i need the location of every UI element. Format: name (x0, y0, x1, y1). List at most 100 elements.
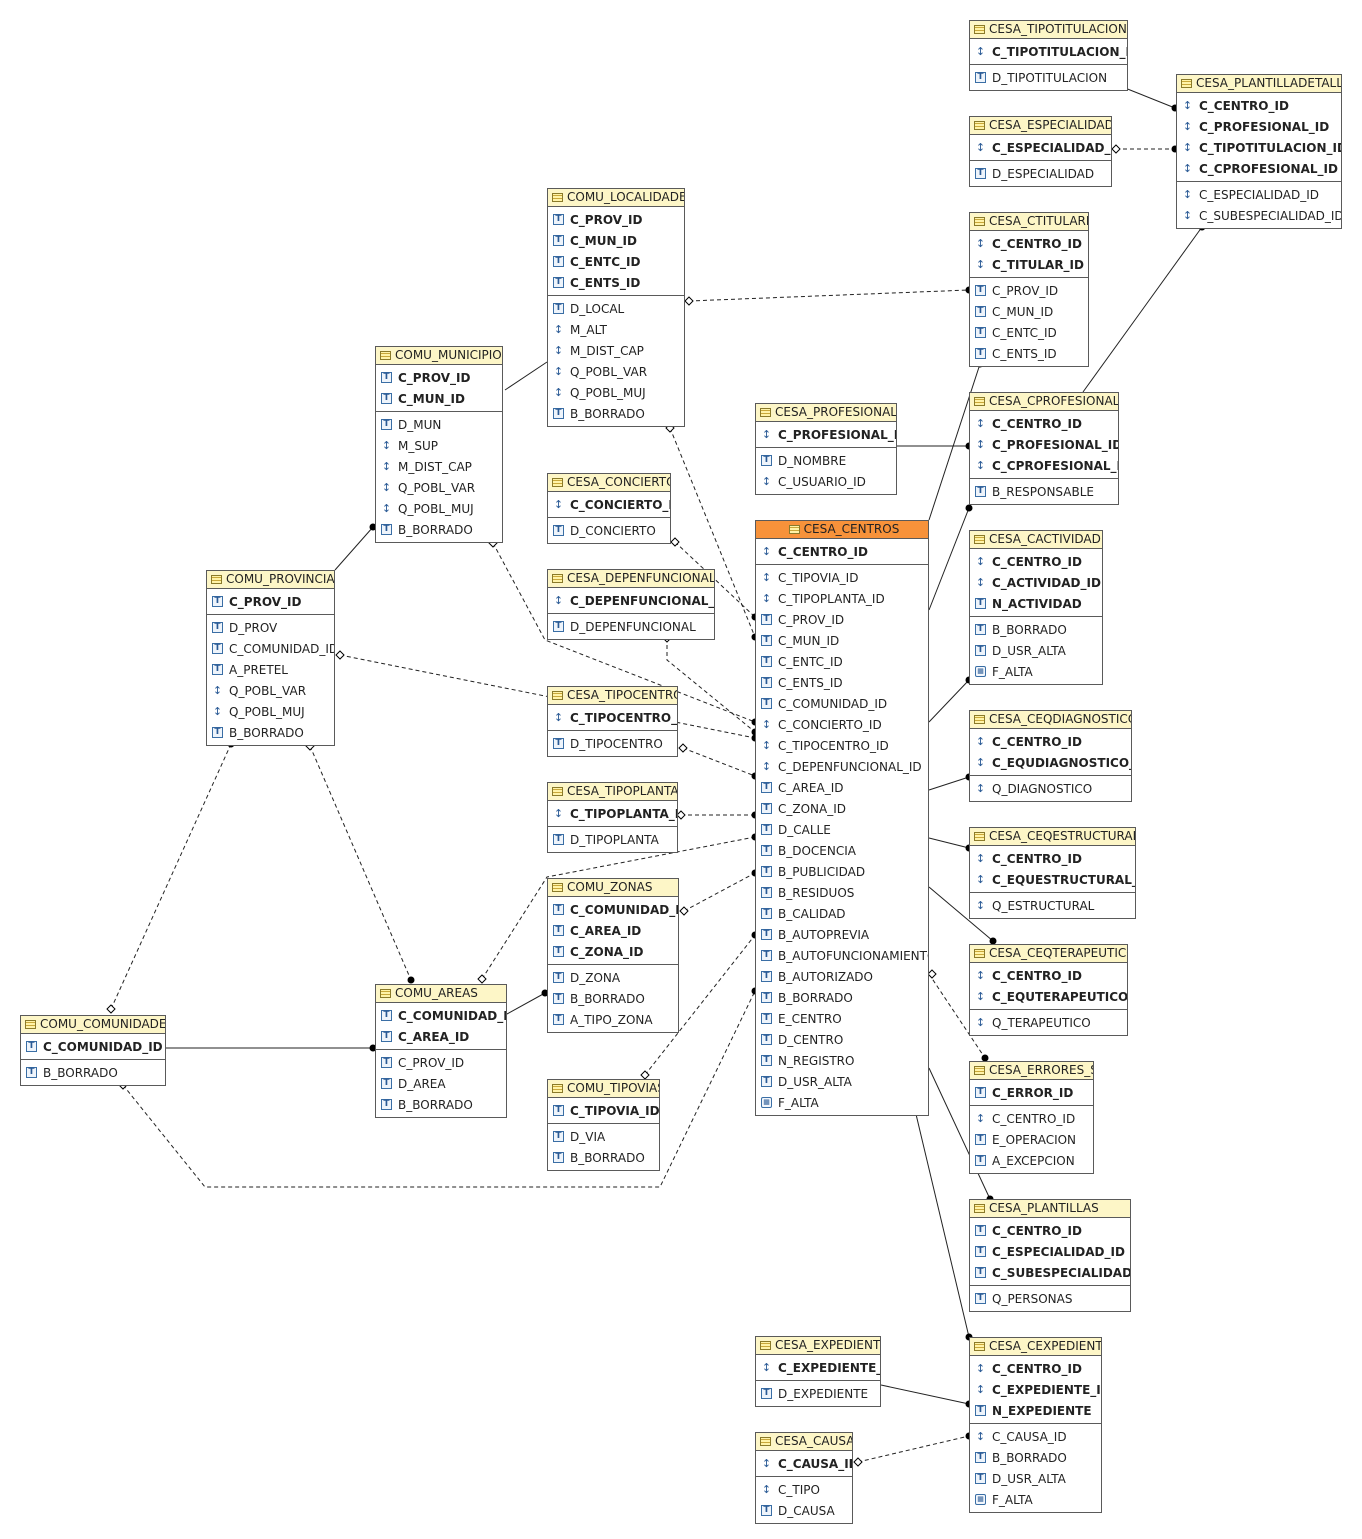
pk-column-c-causa-id[interactable]: ↕C_CAUSA_ID (756, 1453, 852, 1474)
table-cesa-errores-siis[interactable]: CESA_ERRORES_SIISTC_ERROR_ID↕C_CENTRO_ID… (969, 1061, 1094, 1174)
table-cesa-especialidades[interactable]: CESA_ESPECIALIDADES↕C_ESPECIALIDAD_IDTD_… (969, 116, 1112, 187)
pk-column-c-equterapeutico-id[interactable]: ↕C_EQUTERAPEUTICO_ID (970, 986, 1127, 1007)
table-cesa-profesionales[interactable]: CESA_PROFESIONALES ↕C_PROFESIONAL_ID TD_NO… (755, 403, 897, 495)
column-c-especialidad-id[interactable]: ↕C_ESPECIALIDAD_ID (1177, 184, 1341, 205)
pk-column-c-cprofesional-id[interactable]: ↕C_CPROFESIONAL_ID (970, 455, 1118, 476)
column-c-usuario-id[interactable]: ↕C_USUARIO_ID (756, 471, 896, 492)
table-header[interactable]: CESA_CEQDIAGNOSTICOS (970, 711, 1131, 729)
pk-column-c-tipotitulacion-id[interactable]: ↕C_TIPOTITULACION_ID (1177, 137, 1341, 158)
table-header[interactable]: CESA_EXPEDIENTES (756, 1337, 880, 1355)
column-c-centro-id[interactable]: ↕C_CENTRO_ID (970, 1108, 1093, 1129)
table-header[interactable]: CESA_PROFESIONALES (756, 404, 896, 422)
table-cesa-ceqterapeuticos[interactable]: CESA_CEQTERAPEUTICOS↕C_CENTRO_ID↕C_EQUTE… (969, 944, 1128, 1036)
pk-column-c-profesional-id[interactable]: ↕C_PROFESIONAL_ID (756, 424, 896, 445)
table-header[interactable]: CESA_PLANTILLADETALLES (1177, 75, 1341, 93)
column-c-causa-id[interactable]: ↕C_CAUSA_ID (970, 1426, 1101, 1447)
pk-column-c-profesional-id[interactable]: ↕C_PROFESIONAL_ID (970, 434, 1118, 455)
column-q-pobl-muj[interactable]: ↕Q_POBL_MUJ (376, 498, 502, 519)
column-f-alta[interactable]: ▦F_ALTA (970, 661, 1102, 682)
table-header[interactable]: CESA_CPROFESIONALES (970, 393, 1118, 411)
column-c-tipocentro-id[interactable]: ↕C_TIPOCENTRO_ID (756, 735, 928, 756)
pk-column-c-centro-id[interactable]: ↕C_CENTRO_ID (970, 551, 1102, 572)
column-f-alta[interactable]: ▦F_ALTA (970, 1489, 1101, 1510)
table-header[interactable]: COMU_PROVINCIAS (207, 571, 334, 589)
pk-column-c-centro-id[interactable]: ↕C_CENTRO_ID (970, 731, 1131, 752)
table-header[interactable]: CESA_ESPECIALIDADES (970, 117, 1111, 135)
table-cesa-conciertos[interactable]: CESA_CONCIERTOS↕C_CONCIERTO_IDTD_CONCIER… (547, 473, 671, 544)
table-header[interactable]: CESA_CONCIERTOS (548, 474, 670, 492)
column-q-pobl-muj[interactable]: ↕Q_POBL_MUJ (207, 701, 334, 722)
table-header[interactable]: COMU_COMUNIDADES (21, 1016, 165, 1034)
pk-column-c-centro-id[interactable]: ↕C_CENTRO_ID (970, 413, 1118, 434)
pk-column-c-expediente-id[interactable]: ↕C_EXPEDIENTE_ID (970, 1379, 1101, 1400)
table-header[interactable]: CESA_TIPOPLANTAS (548, 783, 677, 801)
table-header[interactable]: CESA_ERRORES_SIIS (970, 1062, 1093, 1080)
column-q-pobl-var[interactable]: ↕Q_POBL_VAR (548, 361, 684, 382)
pk-column-c-actividad-id[interactable]: ↕C_ACTIVIDAD_ID (970, 572, 1102, 593)
table-header[interactable]: COMU_AREAS (376, 985, 506, 1003)
table-header[interactable]: CESA_CACTIVIDADES (970, 531, 1102, 549)
table-cesa-ceqdiagnosticos[interactable]: CESA_CEQDIAGNOSTICOS↕C_CENTRO_ID↕C_EQUDI… (969, 710, 1132, 802)
pk-column-c-concierto-id[interactable]: ↕C_CONCIERTO_ID (548, 494, 670, 515)
table-header[interactable]: CESA_CEQESTRUCTURALES (970, 828, 1135, 846)
pk-column-c-centro-id[interactable]: ↕C_CENTRO_ID (970, 1358, 1101, 1379)
column-c-tipovia-id[interactable]: ↕C_TIPOVIA_ID (756, 567, 928, 588)
table-cesa-expedientes[interactable]: CESA_EXPEDIENTES ↕C_EXPEDIENTE_ID TD_EXPED… (755, 1336, 881, 1407)
column-q-estructural[interactable]: ↕Q_ESTRUCTURAL (970, 895, 1135, 916)
pk-column-c-centro-id[interactable]: ↕C_CENTRO_ID (970, 848, 1135, 869)
column-m-dist-cap[interactable]: ↕M_DIST_CAP (376, 456, 502, 477)
table-header[interactable]: CESA_TIPOTITULACIONES (970, 21, 1127, 39)
table-header[interactable]: COMU_MUNICIPIOS (376, 347, 502, 365)
table-header[interactable]: COMU_TIPOVIAS (548, 1080, 659, 1098)
column-m-alt[interactable]: ↕M_ALT (548, 319, 684, 340)
pk-column-c-expediente-id[interactable]: ↕C_EXPEDIENTE_ID (756, 1357, 880, 1378)
table-cesa-tipocentros[interactable]: CESA_TIPOCENTROS↕C_TIPOCENTRO_IDTD_TIPOC… (547, 686, 678, 757)
